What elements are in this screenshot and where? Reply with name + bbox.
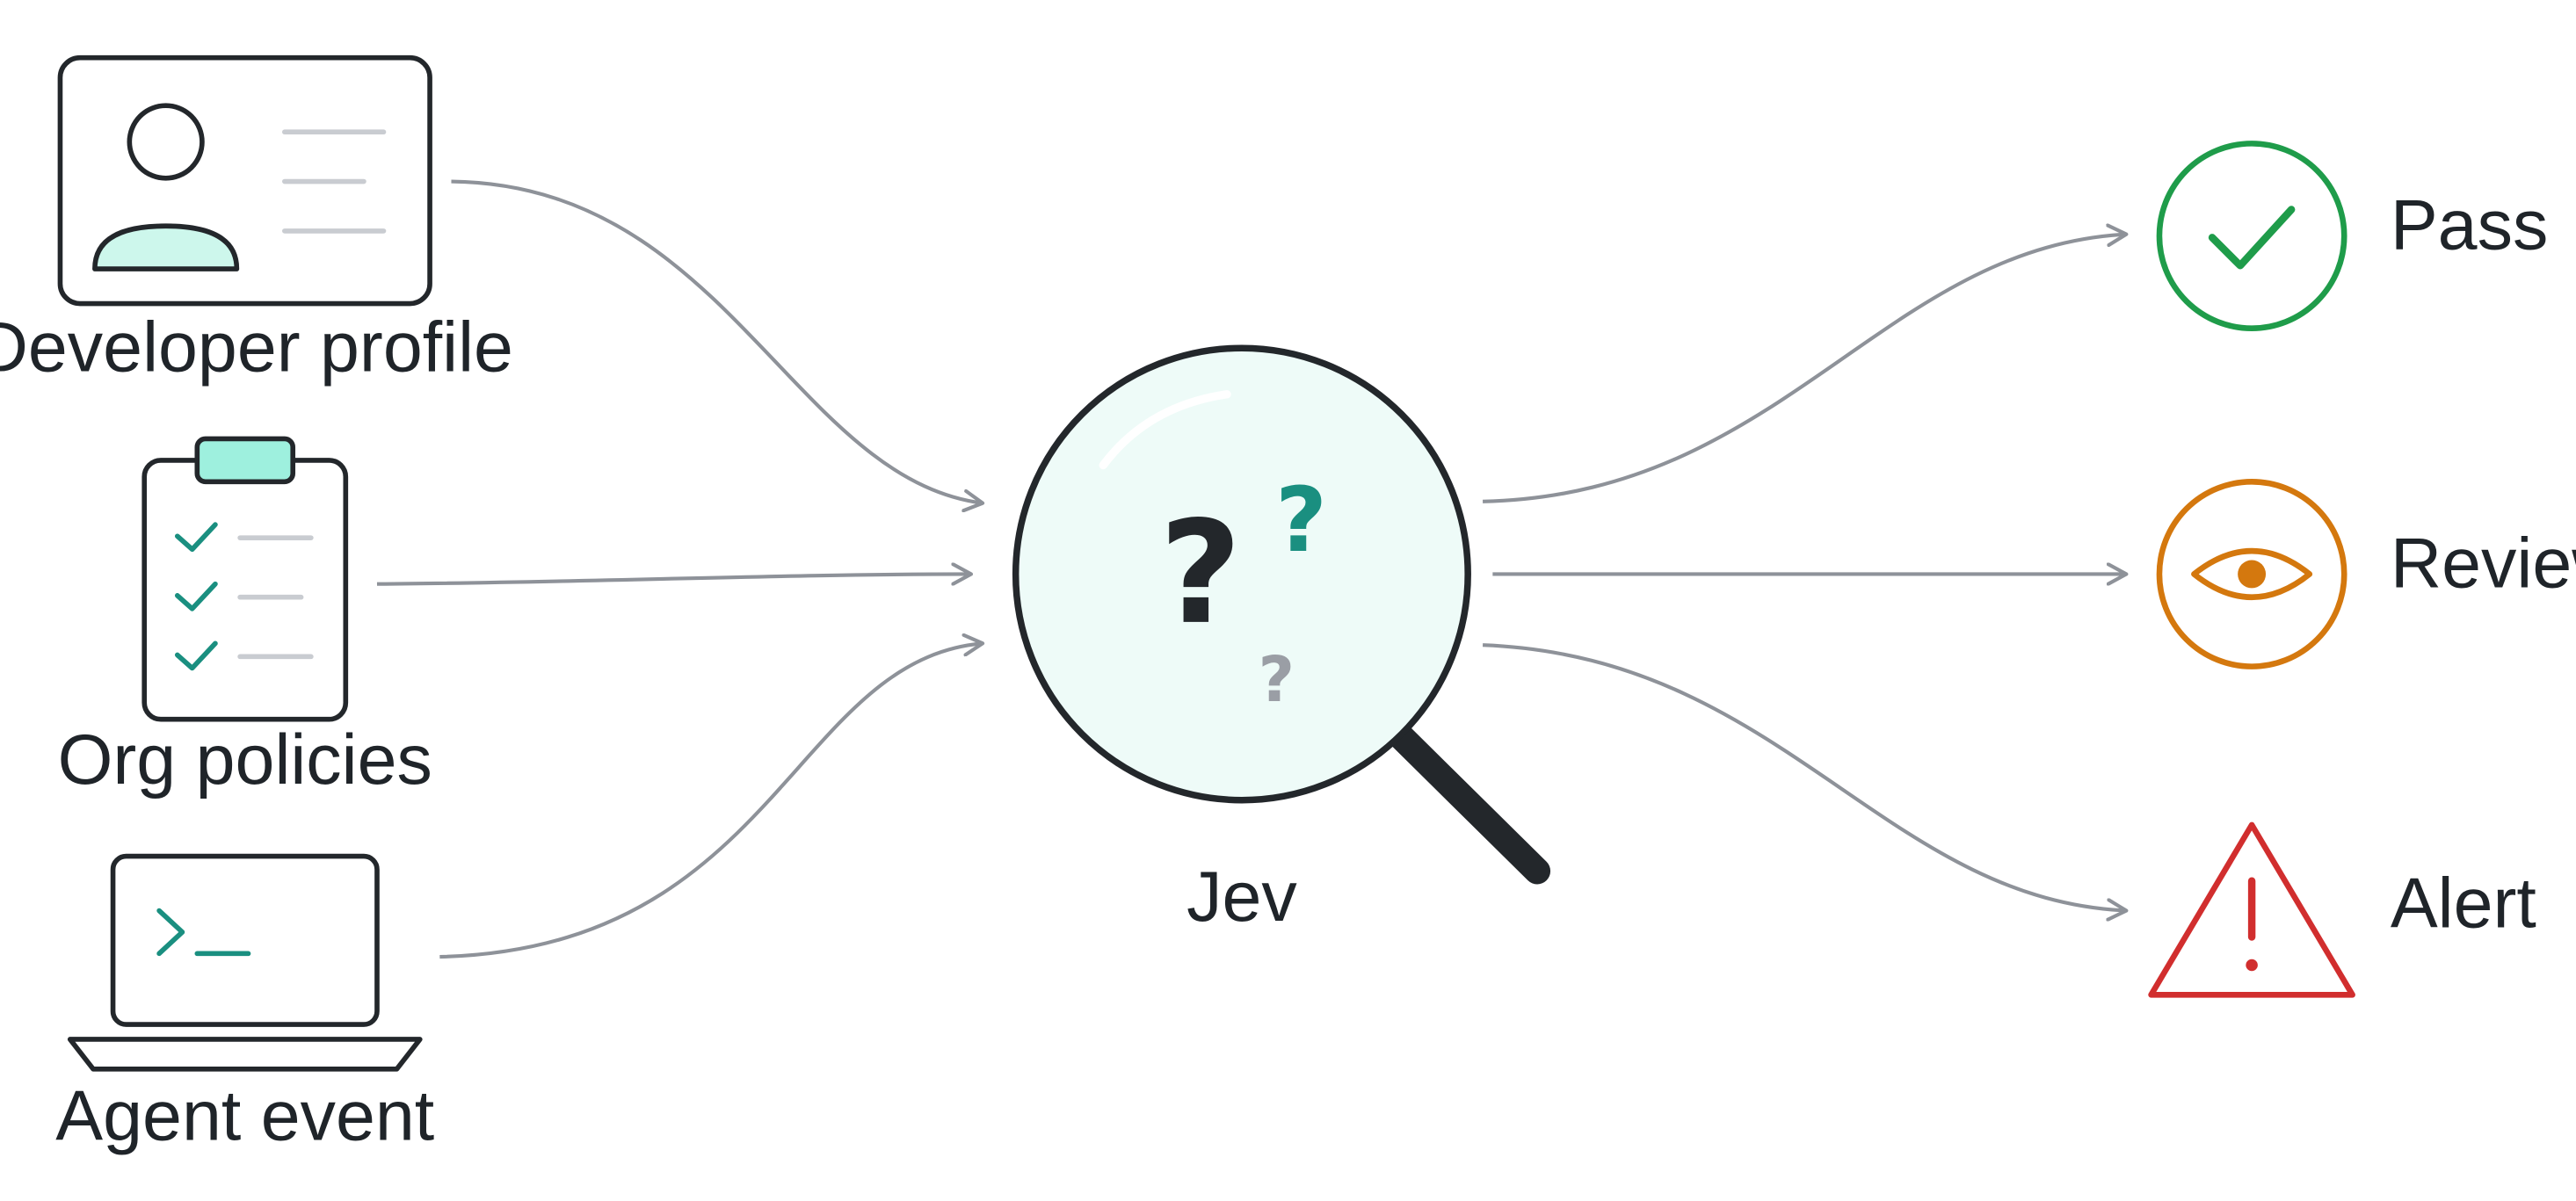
question-mark-small: ? [1259,643,1295,716]
agent-event-label: Agent event [55,1077,434,1156]
clipboard-checklist-icon [141,436,349,722]
output-alert: Alert [2148,821,2536,998]
input-developer-profile: Developer profile [0,54,513,387]
connector-developer-profile [451,179,983,503]
eye-circle-icon [2156,479,2347,669]
output-pass: Pass [2156,141,2548,331]
question-mark-teal: ? [1275,468,1327,572]
center-evaluator: ? ? ? Jev [1012,344,1551,937]
input-connectors [376,179,983,959]
id-card-icon [57,54,432,307]
developer-profile-label: Developer profile [0,307,513,387]
review-label: Review [2391,524,2576,603]
connector-pass [1483,235,2126,503]
connector-org-policies [376,574,971,586]
laptop-terminal-icon [67,853,423,1072]
center-label: Jev [1186,857,1297,937]
magnifying-glass-icon: ? ? ? [1012,344,1551,885]
connector-agent-event [439,643,983,959]
org-policies-label: Org policies [58,720,432,799]
input-org-policies: Org policies [58,436,432,799]
pass-label: Pass [2391,186,2548,265]
connector-alert [1482,643,2126,910]
input-agent-event: Agent event [55,853,434,1156]
check-circle-icon [2156,141,2347,331]
alert-label: Alert [2391,864,2536,943]
warning-triangle-icon [2148,821,2355,998]
output-connectors [1482,235,2126,911]
output-review: Review [2156,479,2576,669]
question-mark-large: ? [1159,491,1242,656]
